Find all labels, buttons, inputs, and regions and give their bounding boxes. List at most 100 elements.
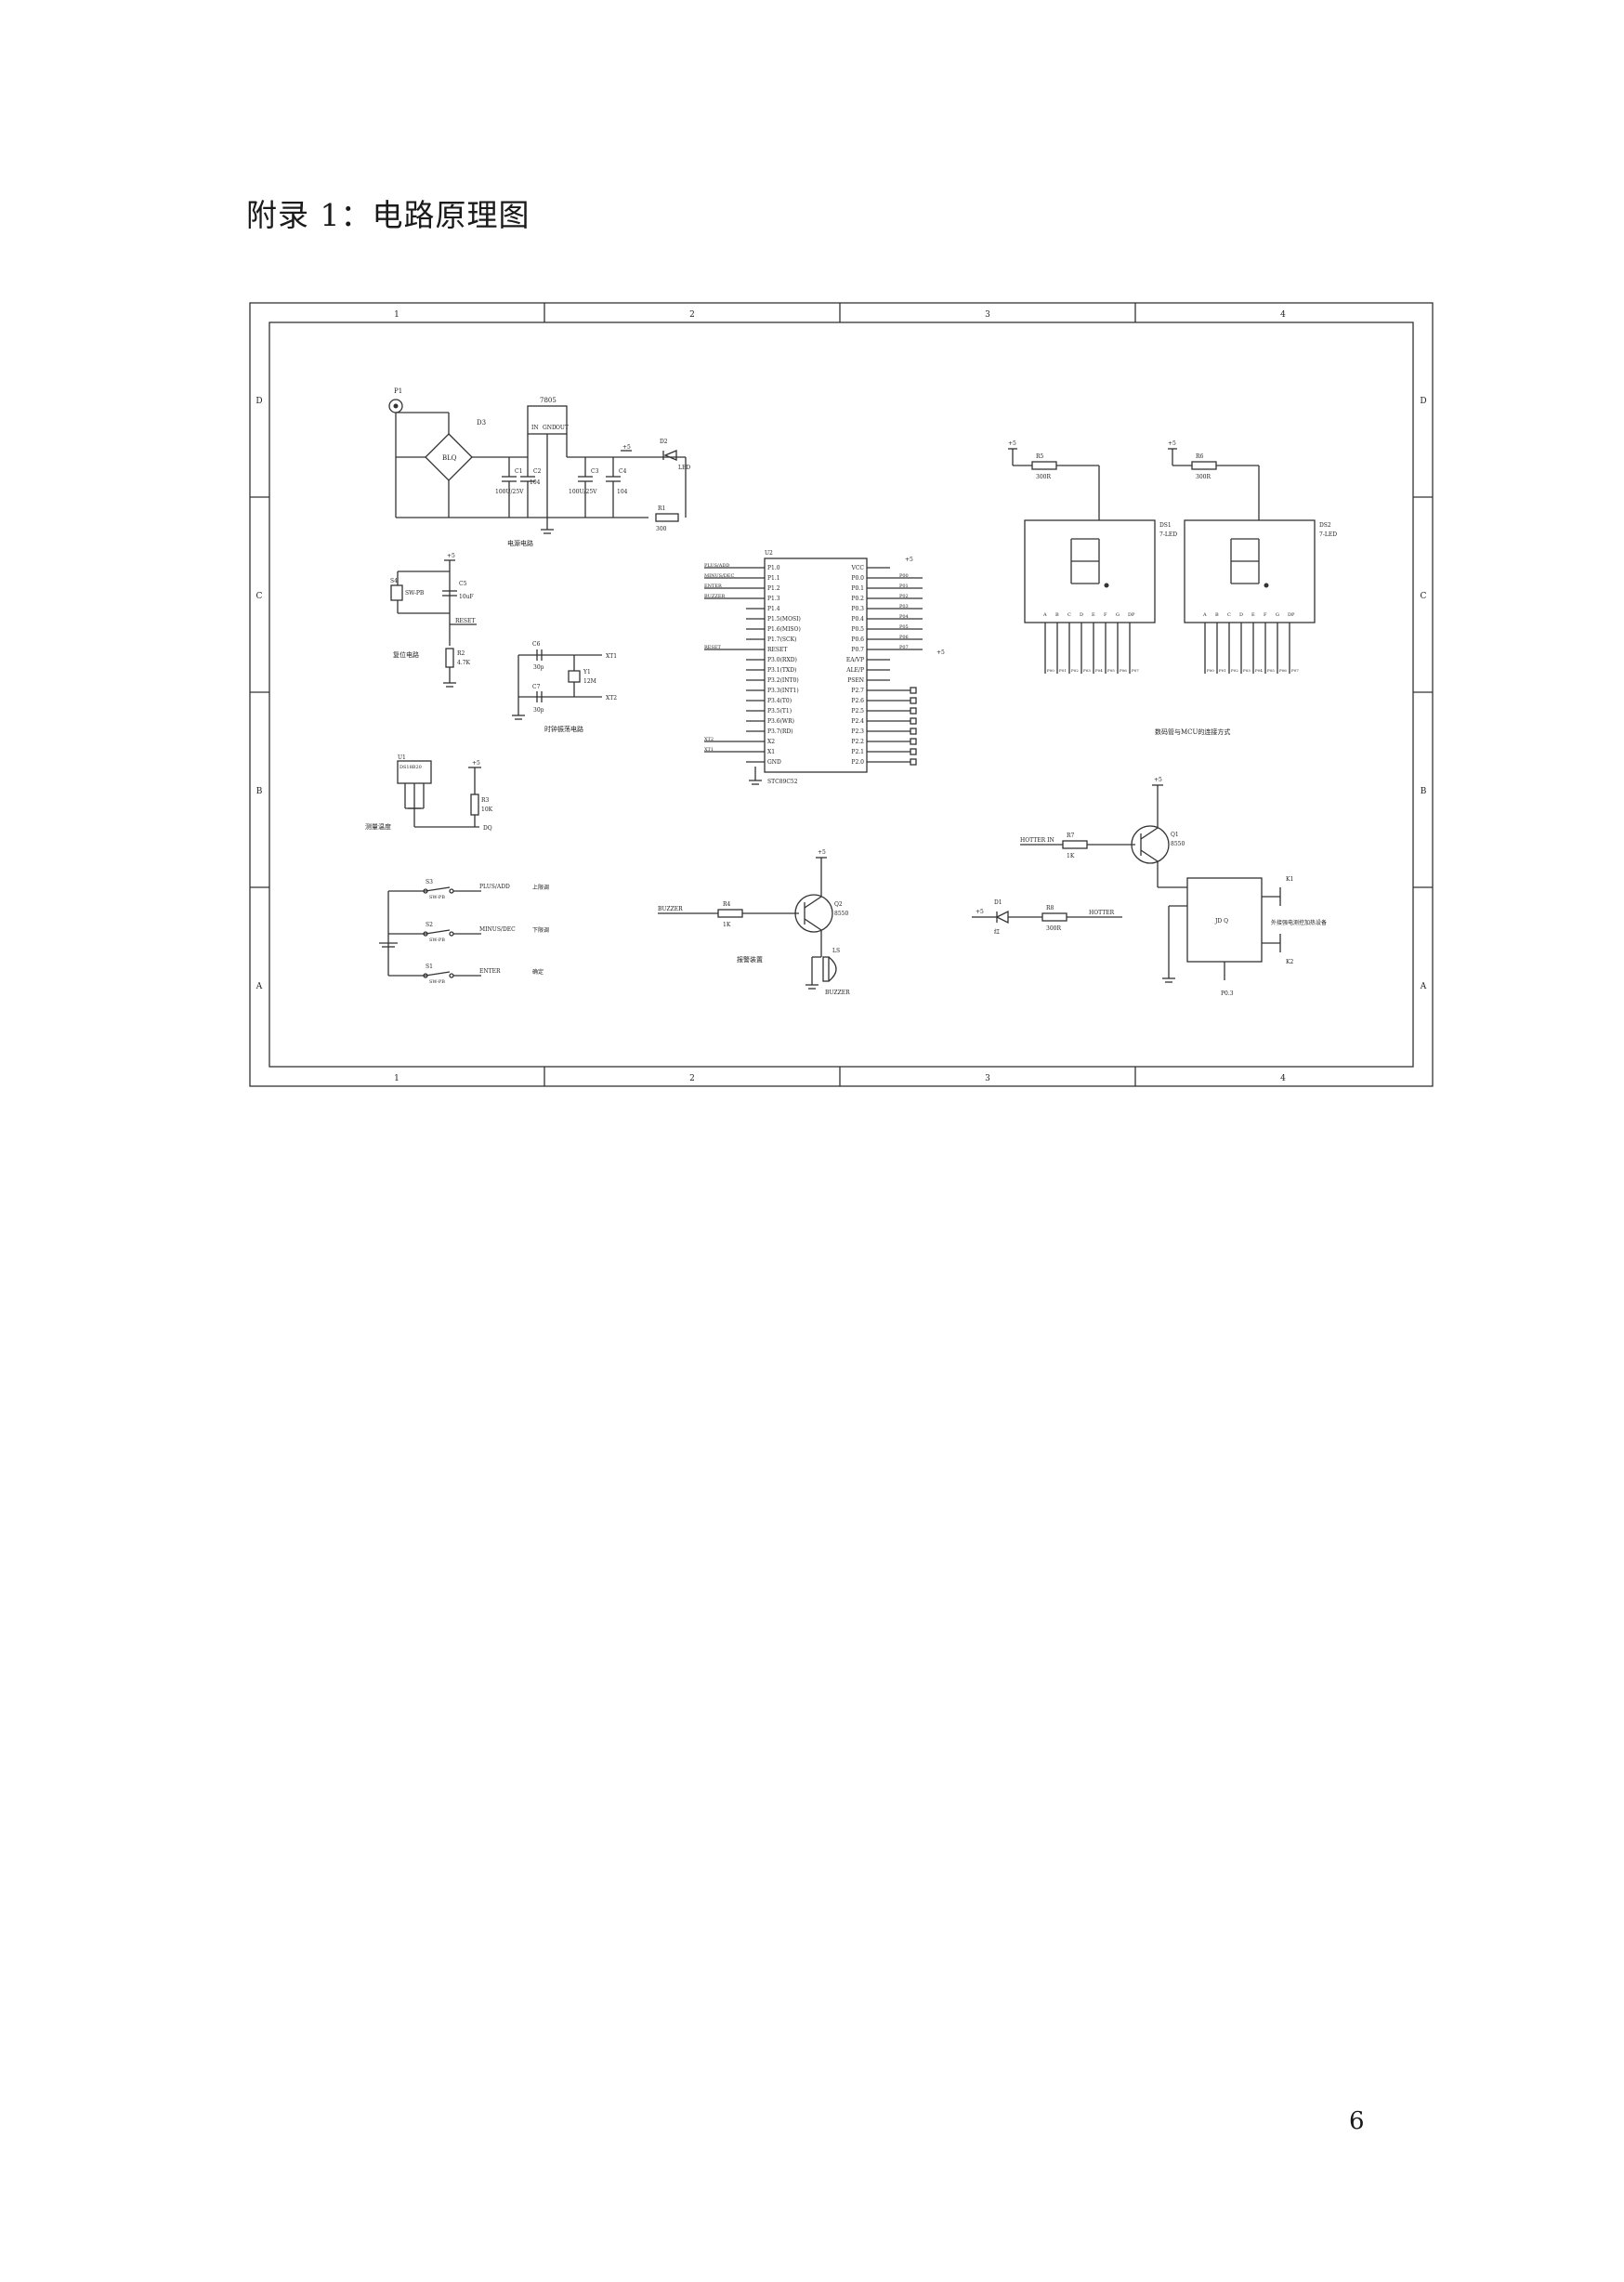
c2-label: C2: [533, 468, 542, 475]
port2-terminal: [910, 697, 917, 704]
q1-label: Q1: [1171, 832, 1179, 838]
port2-terminal: [910, 748, 917, 755]
mcu-right-pin-label: P2.1: [851, 749, 864, 755]
ls-value: BUZZER: [825, 990, 850, 996]
c1-label: C1: [515, 468, 522, 475]
ls-label: LS: [832, 948, 840, 954]
port2-terminal: [910, 758, 917, 766]
display-type: 7-LED: [1319, 531, 1337, 538]
vcc-label: +5: [447, 553, 455, 559]
r1-label: R1: [658, 505, 665, 512]
mcu-left-pin-label: P1.2: [767, 585, 780, 592]
segment-pin-label: F: [1264, 612, 1267, 618]
mcu-left-pin-label: X2: [767, 739, 775, 745]
r4-label: R4: [723, 901, 731, 908]
mcu-left-pin-label: P3.6(WR): [767, 718, 794, 725]
power-caption: 电源电路: [507, 539, 533, 547]
reg-pin-label: GND: [543, 425, 557, 431]
mcu-right-net-label: P03: [899, 604, 909, 610]
mcu-right-pin-label: P2.0: [851, 759, 864, 766]
seven-segment-display: [1184, 519, 1316, 623]
c1-value: 100U/25V: [495, 489, 524, 495]
segment-pin-label: DP: [1288, 612, 1295, 618]
resistor-label: R5: [1036, 453, 1044, 460]
d2-value: LED: [678, 465, 690, 471]
mcu-left-net-label: XT2: [704, 737, 714, 742]
mcu-right-pin-label: P2.3: [851, 728, 864, 735]
c2-value: 104: [530, 479, 541, 486]
port2-terminal: [910, 738, 917, 745]
mcu-right-pin-label: P0.1: [851, 585, 864, 592]
mcu-left-pin-label: P3.3(INT1): [767, 688, 799, 694]
segment-net-label: P04: [1095, 668, 1103, 673]
segment-net-label: P05: [1107, 668, 1115, 673]
resistor: [1031, 461, 1057, 470]
mcu-right-net-label: P06: [899, 635, 909, 640]
resistor-label: R6: [1196, 453, 1204, 460]
port2-terminal: [910, 687, 917, 694]
s4-label: S4: [390, 578, 398, 584]
vcc-label: +5: [472, 760, 480, 767]
display-label: DS1: [1159, 522, 1172, 529]
c6-label: C6: [532, 641, 541, 648]
mcu-left-net-label: XT1: [704, 747, 714, 753]
c3-value: 100U/25V: [569, 489, 597, 495]
segment-pin-label: D: [1080, 612, 1083, 618]
col-label-top: 4: [1280, 310, 1286, 320]
resistor-value: 300R: [1036, 474, 1051, 480]
resistor: [1191, 461, 1217, 470]
temp-caption: 测量温度: [365, 822, 391, 831]
mcu-right-pin-label: P0.4: [851, 616, 864, 623]
mcu-part-label: STC89C52: [767, 779, 798, 785]
key-circuit: S3 S2 S1 SW-PB SW-PB SW-PB PLUS/ADD MINU…: [379, 879, 549, 985]
d1-label: D1: [994, 899, 1002, 906]
mcu-left-pin-label: P3.7(RD): [767, 728, 793, 735]
xt2-label: XT2: [606, 695, 617, 702]
mcu-right-net-label: P02: [899, 594, 909, 599]
mcu-left-net-label: RESET: [704, 645, 721, 650]
page-number: 6: [1349, 2107, 1365, 2135]
mcu-left-pin-label: P1.0: [767, 565, 780, 571]
col-label-bottom: 4: [1280, 1074, 1286, 1083]
segment-net-label: P02: [1231, 668, 1238, 673]
mcu-pins: P1.0PLUS/ADDP1.1MINUS/DECP1.2ENTERP1.3BU…: [704, 563, 923, 766]
segment-net-label: P03: [1243, 668, 1251, 673]
vcc-label: +5: [818, 849, 826, 856]
decimal-point: [1264, 583, 1269, 588]
mcu-right-pin-label: P0.3: [851, 606, 864, 612]
y1-label: Y1: [583, 669, 591, 675]
s1-label: S1: [426, 964, 433, 970]
hotter-net-label: HOTTER: [1089, 910, 1115, 916]
u1-label: U1: [398, 754, 406, 761]
mcu-right-pin-label: P2.6: [851, 698, 864, 704]
mcu-right-net-label: P00: [899, 573, 909, 579]
mcu-right-pin-label: P0.5: [851, 626, 864, 633]
ok-label: 确定: [532, 968, 544, 976]
r3-label: R3: [481, 797, 490, 804]
minus-key-net: MINUS/DEC: [479, 926, 516, 933]
s2-label: S2: [426, 922, 433, 928]
r7-value: 1K: [1067, 853, 1075, 859]
segment-pin-label: G: [1276, 612, 1279, 618]
port2-terminal: [910, 728, 917, 735]
mcu-left-pin-label: P3.1(TXD): [767, 667, 796, 674]
r4-value: 1K: [723, 922, 731, 928]
mcu-right-pin-label: VCC: [850, 565, 864, 571]
mcu-left-pin-label: P1.4: [767, 606, 780, 612]
vcc-label: +5: [905, 557, 913, 563]
row-label-right: D: [1420, 397, 1426, 406]
reset-caption: 复位电路: [393, 650, 419, 659]
d2-label: D2: [660, 439, 668, 445]
mcu-left-pin-label: P3.0(RXD): [767, 657, 797, 663]
reg-pin-label: OUT: [556, 425, 569, 431]
mcu-left-pin-label: P1.1: [767, 575, 780, 582]
circuit-schematic: 1 2 3 4 1 2 3 4 D C B A D C B A P1 BLQ D…: [249, 302, 1434, 1087]
segment-net-label: P05: [1267, 668, 1275, 673]
segment-pin-label: G: [1116, 612, 1120, 618]
col-label-top: 2: [689, 310, 695, 320]
vcc-label: +5: [976, 909, 984, 915]
sw-label: SW-PB: [429, 938, 445, 943]
segment-net-label: P02: [1071, 668, 1079, 673]
sw-label: SW-PB: [429, 979, 445, 985]
c4-label: C4: [619, 468, 627, 475]
